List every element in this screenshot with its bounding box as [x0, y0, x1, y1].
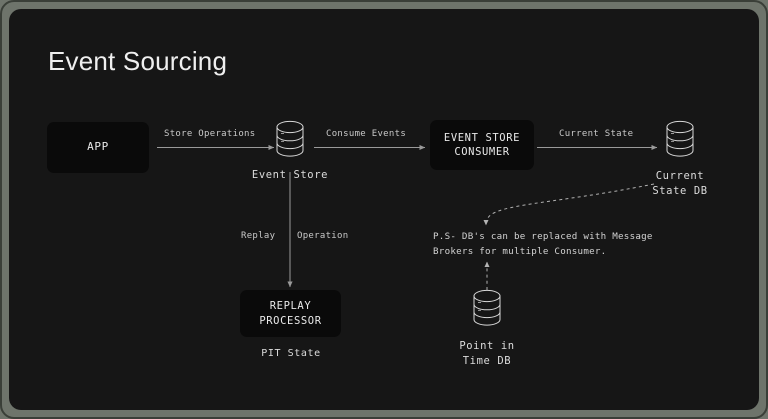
- node-replay-processor[interactable]: REPLAY PROCESSOR: [240, 290, 341, 337]
- node-app[interactable]: APP: [47, 122, 149, 173]
- node-event-store-label: Event Store: [251, 169, 329, 181]
- edge-label-current-state: Current State: [559, 129, 634, 139]
- node-replay-processor-line2: PROCESSOR: [259, 314, 322, 327]
- database-cylinder-icon: [275, 120, 305, 158]
- note-line2: Brokers for multiple Consumer.: [433, 246, 607, 257]
- page-title: Event Sourcing: [48, 46, 228, 76]
- node-event-store-consumer-line1: EVENT STORE: [443, 131, 521, 144]
- node-event-store-consumer-line2: CONSUMER: [454, 146, 510, 158]
- edge-label-store-operations: Store Operations: [164, 129, 256, 139]
- node-event-store-consumer[interactable]: EVENT STORE CONSUMER: [430, 120, 534, 170]
- note-line1: P.S- DB's can be replaced with Message: [433, 231, 653, 242]
- node-replay-processor-caption: PIT State: [261, 348, 321, 359]
- edge-label-replay: Replay: [241, 231, 276, 241]
- edge-label-consume-events: Consume Events: [326, 129, 407, 139]
- diagram-panel: Event Sourcing: [9, 9, 759, 410]
- node-point-in-time-db-label-line1: Point in: [459, 340, 515, 352]
- database-cylinder-icon: [472, 289, 502, 327]
- node-current-state-db-label-line2: State DB: [652, 185, 708, 197]
- edge-label-operation: Operation: [297, 231, 349, 241]
- node-point-in-time-db-label-line2: Time DB: [462, 355, 512, 367]
- node-current-state-db-label-line1: Current: [655, 170, 705, 182]
- database-cylinder-icon: [665, 120, 695, 158]
- node-app-label: APP: [87, 140, 109, 154]
- diagram-canvas: Event Sourcing: [9, 9, 759, 410]
- node-replay-processor-line1: REPLAY: [269, 300, 312, 313]
- edge-note-from-current-state-db: [483, 183, 655, 226]
- diagram-edges-layer: [157, 144, 658, 290]
